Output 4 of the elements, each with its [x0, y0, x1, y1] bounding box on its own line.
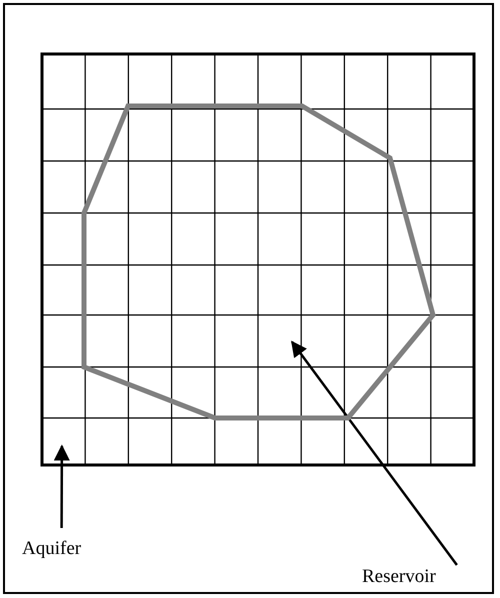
annotation-label: Reservoir: [362, 566, 436, 588]
leader-arrow: [291, 340, 458, 566]
annotation-label: Aquifer: [22, 538, 82, 560]
leader-arrow: [54, 444, 70, 528]
